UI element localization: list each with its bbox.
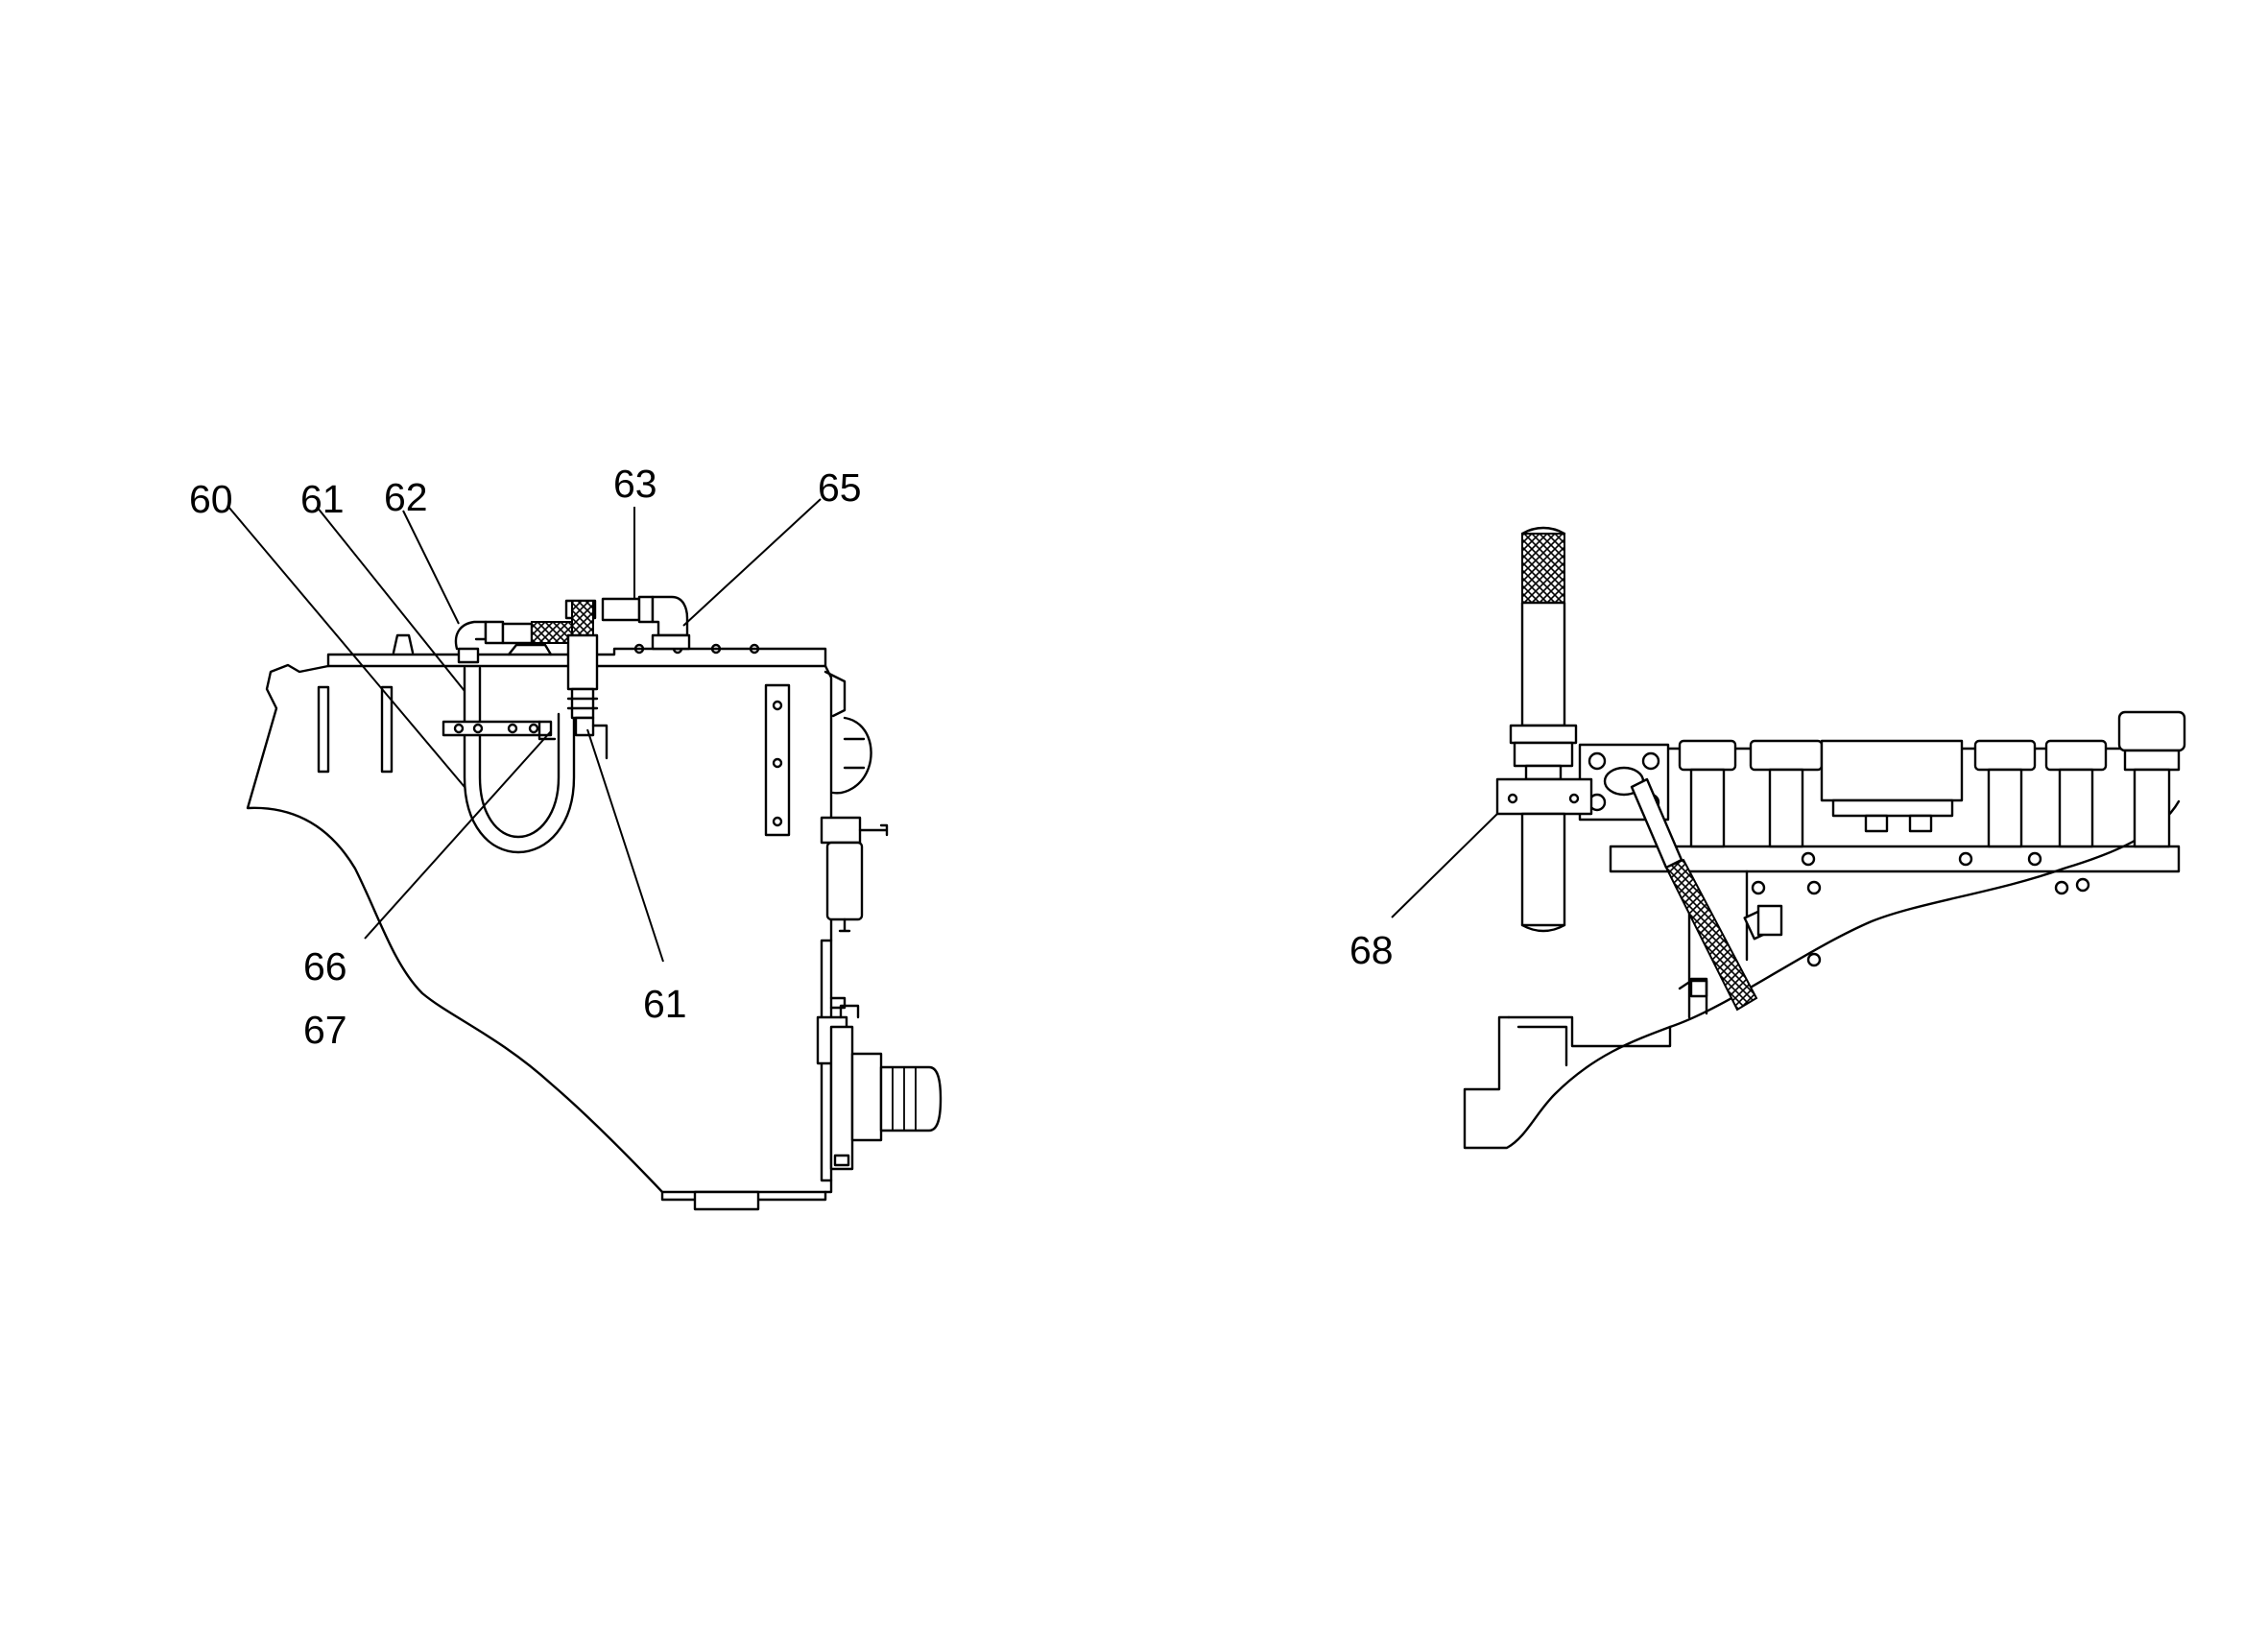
elbow-fitting: [457, 647, 480, 664]
output-flange: [829, 1025, 854, 1171]
housing-slot: [380, 685, 394, 774]
hose-clamp-68: [1495, 777, 1593, 816]
hose-nut-68: [1513, 741, 1574, 768]
hose-straight: [1520, 601, 1566, 727]
callout-67: 67: [303, 1008, 347, 1052]
solenoid-block: [1820, 739, 1964, 833]
callout-numbers: 60 61 62 63 65 66 67 61 68: [189, 462, 1394, 1052]
hose-nut: [501, 622, 534, 645]
callout-65: 65: [818, 465, 862, 510]
callout-63: 63: [613, 462, 657, 506]
valve-body: [820, 816, 862, 845]
braided-hose-diagonal: [1664, 858, 1758, 1012]
braided-hose-vertical: [571, 600, 594, 636]
housing-outline: [246, 663, 833, 1194]
hose-loop: [463, 666, 576, 854]
drain-plug: [693, 1190, 760, 1211]
hose-clamp: [442, 720, 553, 737]
straight-fitting: [601, 597, 641, 622]
tee-fitting: [566, 633, 599, 691]
valve-block-right-view: [1463, 526, 2186, 1150]
callout-62: 62: [384, 475, 428, 519]
transmission-housing-left-view: [246, 595, 943, 1211]
valve-spool: [1973, 739, 2037, 848]
elbow-fitting-65: [651, 595, 689, 637]
braided-sleeve: [1521, 533, 1565, 604]
cutaway-edge: [1463, 799, 2181, 1150]
valve-spool: [1678, 739, 1737, 848]
filter-canister: [825, 841, 864, 921]
valve-spool: [2117, 710, 2186, 848]
callout-61: 61: [300, 477, 345, 521]
tube: [1520, 812, 1566, 927]
housing-slot: [317, 685, 330, 774]
callout-66: 66: [303, 944, 347, 989]
output-hose-stub: [879, 1065, 943, 1132]
callout-60: 60: [189, 477, 233, 521]
callout-68: 68: [1349, 928, 1394, 972]
callout-61-lower: 61: [643, 982, 687, 1026]
leader-lines: [227, 498, 1498, 963]
valve-spool: [1749, 739, 1824, 848]
valve-spool: [2044, 739, 2108, 848]
